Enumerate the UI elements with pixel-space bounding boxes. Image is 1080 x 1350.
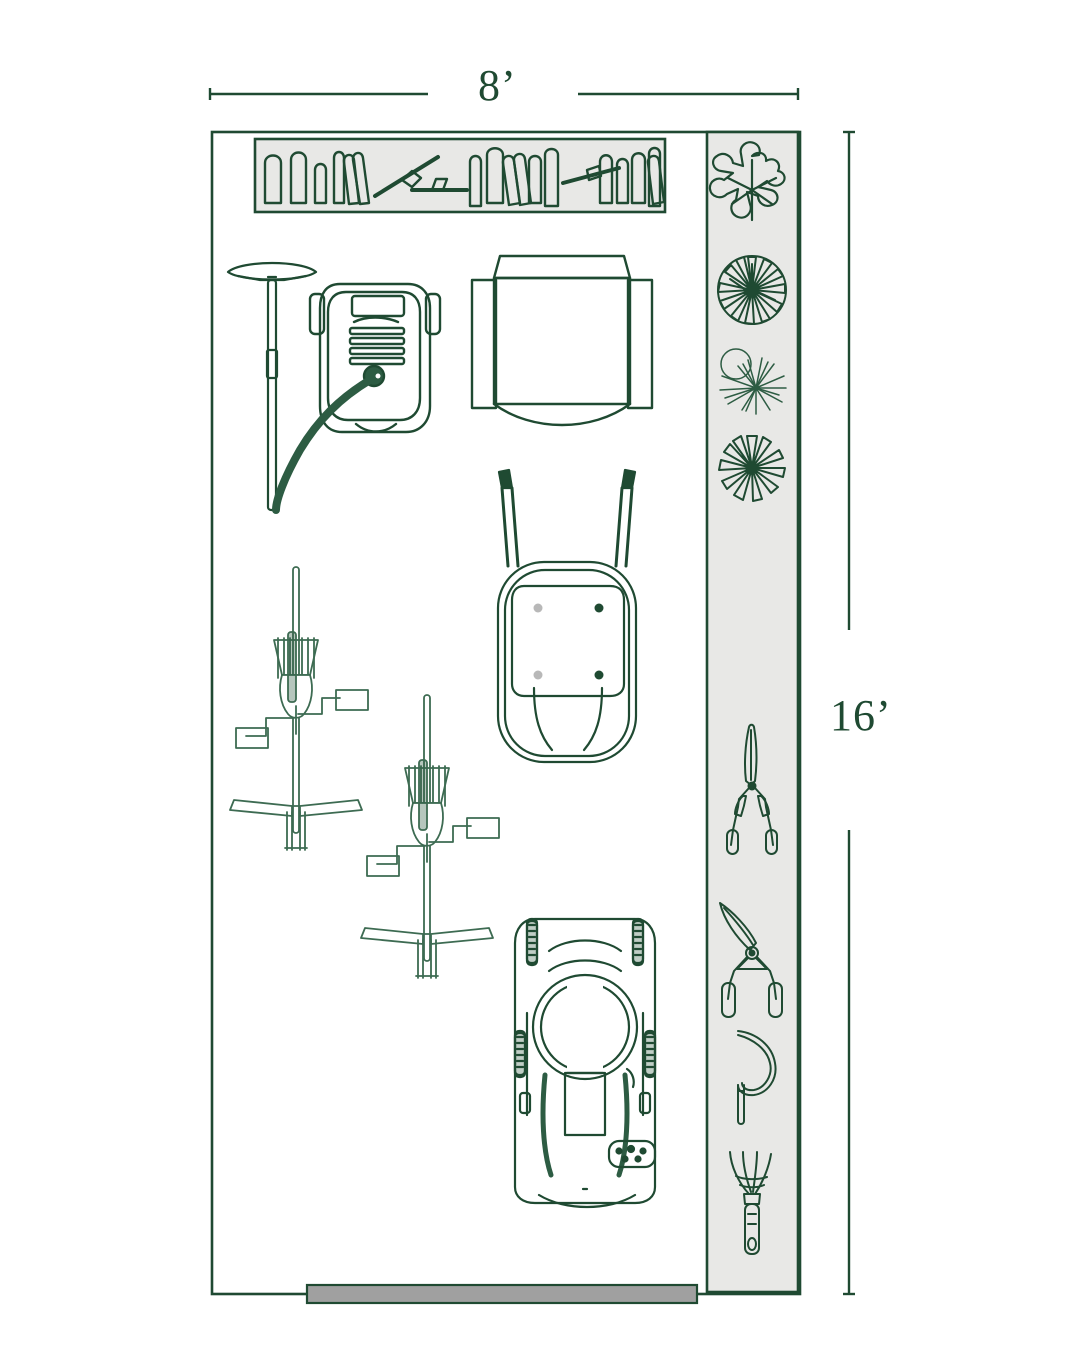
item-washer-hose bbox=[272, 376, 374, 514]
dimension-width-label: 8’ bbox=[478, 61, 517, 110]
entry-door[interactable] bbox=[305, 1283, 699, 1305]
storage-column[interactable] bbox=[705, 130, 800, 1294]
shelf-tool-handles bbox=[263, 146, 666, 208]
dimension-width bbox=[208, 88, 800, 100]
dimension-height bbox=[843, 130, 855, 1296]
dimension-height-label: 16’ bbox=[830, 691, 892, 740]
tool-shelf-rack[interactable] bbox=[253, 137, 667, 214]
